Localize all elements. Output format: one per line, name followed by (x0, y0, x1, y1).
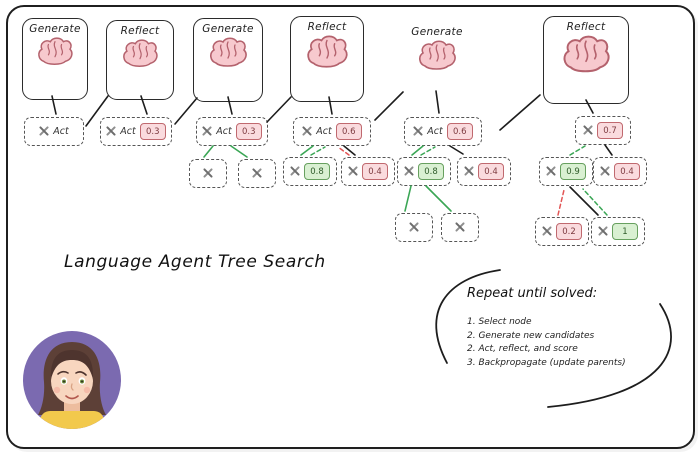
tree-node-scored: 0.9 (539, 157, 593, 186)
hammer-pick-icon (598, 226, 608, 237)
tree-node-scored: 0.4 (457, 157, 511, 186)
tree-node-act-scored: Act 0.6 (293, 117, 371, 146)
score-badge: 0.7 (597, 122, 623, 139)
tree-node-scored: 0.7 (575, 116, 631, 145)
hammer-pick-icon (464, 166, 474, 177)
score-badge: 0.3 (235, 123, 262, 140)
tree-node-scored: 0.2 (535, 217, 589, 246)
tree-node-act-scored: Act 0.3 (196, 117, 268, 146)
stage-box-reflect-2: Reflect (290, 16, 364, 102)
hammer-pick-icon (455, 222, 465, 233)
repeat-heading: Repeat until solved: (467, 286, 598, 301)
hammer-pick-icon (583, 125, 593, 136)
score-badge: 0.9 (560, 163, 586, 180)
author-avatar (21, 329, 123, 435)
repeat-step: 1. Select node (467, 317, 532, 327)
hammer-pick-icon (39, 126, 49, 137)
stage-box-reflect-1: Reflect (106, 20, 174, 100)
node-label: Act (53, 126, 69, 137)
node-label: Act (427, 126, 443, 137)
stage-label: Generate (202, 23, 254, 35)
hammer-pick-icon (546, 166, 556, 177)
stage-generate-3: Generate (402, 22, 472, 92)
score-badge: 0.6 (335, 123, 362, 140)
stage-label: Generate (411, 26, 463, 38)
hammer-pick-icon (252, 168, 262, 179)
brain-icon (38, 37, 73, 65)
tree-node-scored: 0.8 (283, 157, 337, 186)
score-badge: 0.8 (304, 163, 330, 180)
score-badge: 1 (612, 223, 638, 240)
repeat-steps: 1. Select node 2. Generate new candidate… (467, 316, 626, 370)
hammer-pick-icon (106, 126, 116, 137)
tree-node-act: Act (24, 117, 84, 146)
tree-node-act-scored: Act 0.6 (404, 117, 482, 146)
stage-box-generate-1: Generate (22, 18, 88, 100)
node-label: Act (120, 126, 136, 137)
score-badge: 0.3 (139, 123, 166, 140)
diagram-title: Language Agent Tree Search (64, 252, 326, 272)
hammer-pick-icon (348, 166, 358, 177)
repeat-step: 2. Act, reflect, and score (467, 344, 578, 354)
hammer-pick-icon (542, 226, 552, 237)
hammer-pick-icon (290, 166, 300, 177)
stage-box-reflect-3: Reflect (543, 16, 629, 104)
avatar-illustration (23, 331, 121, 429)
tree-node-scored: 1 (591, 217, 645, 246)
node-label: Act (216, 126, 232, 137)
tree-node-scored: 0.8 (397, 157, 451, 186)
score-badge: 0.2 (556, 223, 582, 240)
stage-label: Reflect (120, 25, 160, 37)
repeat-step: 3. Backpropagate (update parents) (467, 357, 626, 368)
brain-icon (563, 35, 610, 73)
stage-label: Reflect (307, 21, 347, 33)
tree-node-candidate (238, 159, 276, 188)
score-badge: 0.6 (446, 123, 473, 140)
hammer-pick-icon (404, 166, 414, 177)
tree-node-candidate (441, 213, 479, 242)
score-badge: 0.4 (614, 163, 640, 180)
hammer-pick-icon (203, 168, 213, 179)
brain-icon (307, 35, 348, 68)
tree-node-candidate (189, 159, 227, 188)
stage-label: Reflect (566, 21, 606, 33)
brain-icon (123, 39, 158, 67)
brain-icon (419, 40, 456, 70)
hammer-pick-icon (409, 222, 419, 233)
hammer-pick-icon (302, 126, 312, 137)
tree-node-act-scored: Act 0.3 (100, 117, 172, 146)
stage-box-generate-2: Generate (193, 18, 263, 102)
tree-node-scored: 0.4 (593, 157, 647, 186)
repeat-step: 2. Generate new candidates (467, 330, 595, 341)
brain-icon (210, 37, 247, 67)
node-label: Act (316, 126, 332, 137)
outer-frame (6, 5, 695, 449)
hammer-pick-icon (600, 166, 610, 177)
score-badge: 0.4 (478, 163, 504, 180)
score-badge: 0.4 (362, 163, 388, 180)
hammer-pick-icon (413, 126, 423, 137)
stage-label: Generate (29, 23, 81, 35)
tree-node-scored: 0.4 (341, 157, 395, 186)
hammer-pick-icon (202, 126, 212, 137)
score-badge: 0.8 (418, 163, 444, 180)
tree-node-candidate (395, 213, 433, 242)
